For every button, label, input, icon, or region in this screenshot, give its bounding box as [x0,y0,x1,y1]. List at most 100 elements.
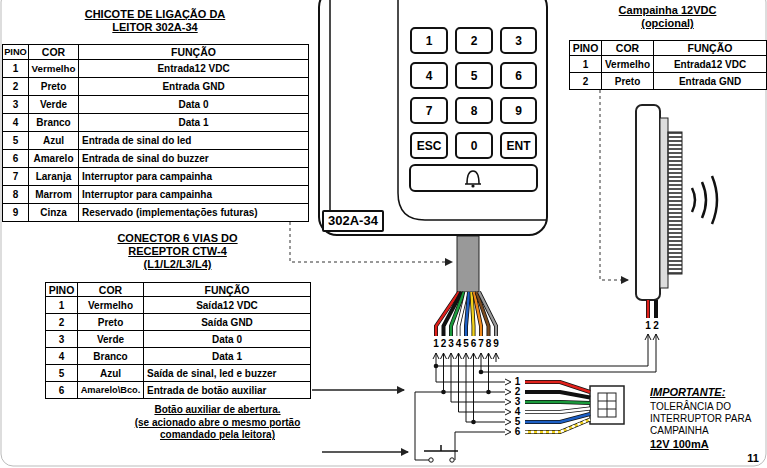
table-cell: Entrada12 VDC [653,55,767,73]
table-header-cell: COR [77,282,144,297]
wire [479,292,496,336]
pin-number: 4 [455,338,463,349]
note-text: IMPORTANTE: [650,386,762,399]
key-label: 7 [426,104,433,118]
table-cell: 4 [45,347,78,365]
table-cell: 2 [569,72,602,90]
wire [481,334,656,372]
leader-line [600,90,628,280]
aux-button [450,458,454,462]
table-title: CONECTOR 6 VIAS DO RECEPTOR CTW-4 (L1/L2… [103,232,253,271]
table-cell: 2 [45,313,78,331]
pin-number: 4 [513,406,522,417]
bell-sounder [636,105,717,300]
wiring-table: Campainha 12VDC (opcional)PINOCORFUNÇÃO1… [569,4,766,90]
table-cell: Data 1 [78,113,309,132]
wire [505,379,511,385]
pin-number: 5 [462,338,470,349]
wire [472,292,474,336]
key-button: 0 [455,132,493,159]
wire [466,353,505,422]
wire [505,419,511,425]
key-button: 9 [500,97,537,124]
table-cell: Entrada de sinal do buzzer [78,149,309,168]
table-cell: 3 [45,330,78,348]
key-button: 3 [500,27,537,54]
table-cell: Marrom [28,185,79,204]
table-cell: Azul [77,364,144,382]
key-button: 1 [410,27,448,54]
wire [459,353,506,412]
table-cell: Data 1 [143,347,311,365]
pin-number: 3 [513,396,522,407]
wire [481,353,482,372]
table-cell: Data 0 [143,330,311,348]
key-button: 2 [455,27,493,54]
wire [525,402,590,403]
key-label: 2 [471,34,478,48]
key-button: 4 [410,62,448,89]
key-label: 4 [426,69,433,83]
table-cell: Entrada de sinal do led [78,131,309,150]
table-cell: Amarelo [28,149,79,168]
wire [505,409,511,415]
wire [525,392,590,398]
plug [590,386,624,424]
note-text: Botão auxiliar de abertura. [120,404,315,416]
wire [451,353,505,402]
keypad-outline [465,171,481,184]
table-cell: Azul [28,131,79,150]
keypad-outline [330,0,546,226]
table-header-cell: PINO [45,282,78,297]
table-cell: Amarelo\Bco. [77,381,144,399]
wire [525,414,590,422]
wire [647,300,649,318]
key-button: 5 [455,62,493,89]
table-title: Campainha 12VDC (opcional) [608,4,728,30]
plug [598,393,616,417]
pin-number: 3 [447,338,455,349]
aux-button [424,445,458,451]
table-cell: 2 [2,77,29,96]
key-label: 5 [471,69,478,83]
table-header-cell: COR [601,40,654,56]
table-cell: Entrada12 VDC [78,59,309,78]
table-cell: Branco [77,347,144,365]
keypad-outline [471,184,474,187]
wire [525,392,590,398]
wire [525,414,590,422]
model-label: 302A-34 [322,210,384,232]
key-label: ENT [507,139,531,153]
table-header-cell: COR [28,44,79,60]
table-cell: Entrada de botão auxiliar [143,381,311,399]
wire [525,409,590,413]
note-text: 12V 100mA [650,438,740,451]
table-header-cell: FUNÇÃO [143,282,311,297]
table-header-cell: PINO [569,40,602,56]
pin-number: 5 [513,416,522,427]
table-cell: Entrada GND [653,72,767,90]
table-cell: 6 [45,381,78,399]
wire [646,300,650,318]
key-label: 9 [515,104,522,118]
table-cell: Cinza [28,203,79,222]
wire [471,420,476,425]
wiring-table: CONECTOR 6 VIAS DO RECEPTOR CTW-4 (L1/L2… [45,232,310,399]
pin-number: 1 [432,338,440,349]
table-cell: Preto [28,77,79,96]
wire [505,429,511,435]
wire [433,292,659,435]
note-text: TOLERÂNCIA DO INTERRUPTOR PARA CAMPAINHA [650,401,762,437]
table-header-cell: FUNÇÃO [78,44,309,60]
pin-number: 6 [470,338,478,349]
leader-arrow [312,389,404,391]
table-cell: Vermelho [601,55,654,73]
bell-sounder [660,118,668,288]
pin-number: 9 [492,338,500,349]
pin-number: 7 [477,338,485,349]
table-cell: Data 0 [78,95,309,114]
wire [525,420,590,433]
table-cell: Saída GND [143,313,311,331]
bell-sounder [668,132,682,274]
